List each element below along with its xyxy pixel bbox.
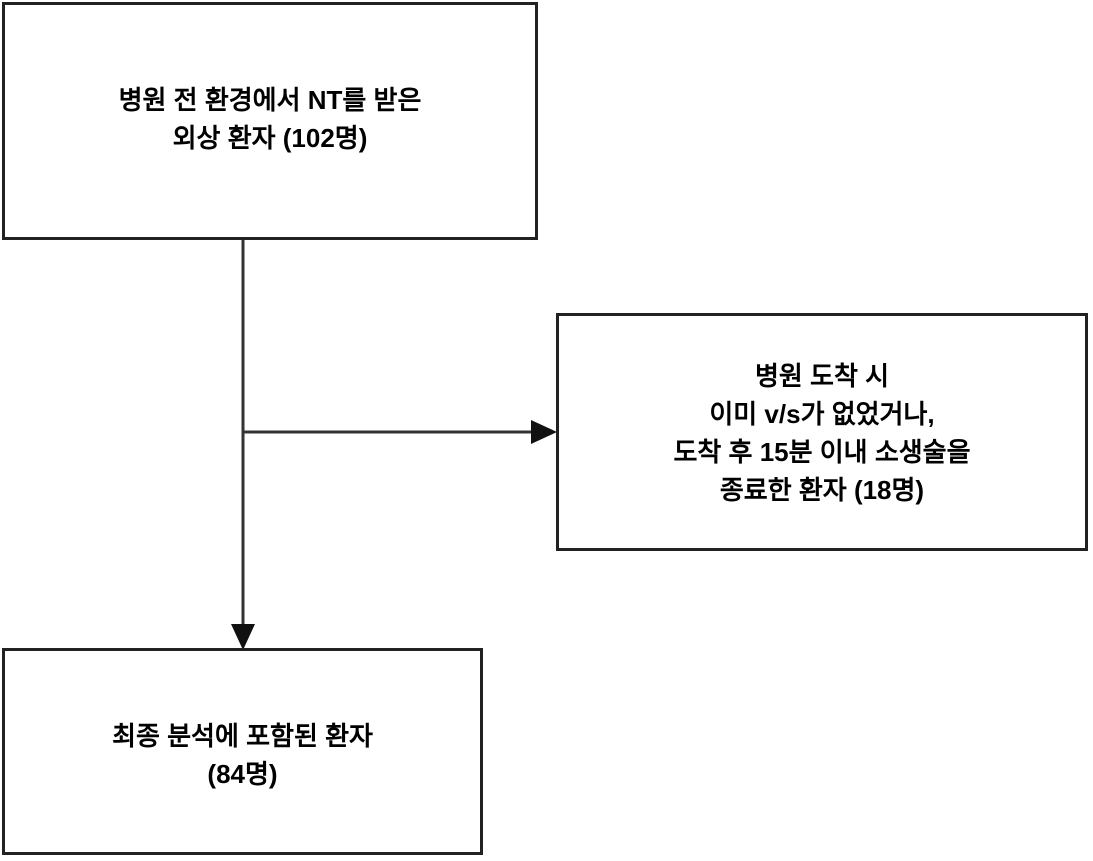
arrowhead-right-icon bbox=[531, 420, 557, 444]
node-analyzed-box: 최종 분석에 포함된 환자 (84명) bbox=[2, 648, 483, 855]
arrowhead-down-icon bbox=[231, 624, 255, 650]
node-analyzed-label: 최종 분석에 포함된 환자 (84명) bbox=[112, 720, 373, 789]
node-enrolled-label: 병원 전 환경에서 NT를 받은 외상 환자 (102명) bbox=[118, 85, 422, 153]
node-excluded-label: 병원 도착 시 이미 v/s가 없었거나, 도착 후 15분 이내 소생술을 종… bbox=[673, 361, 971, 505]
node-excluded-box: 병원 도착 시 이미 v/s가 없었거나, 도착 후 15분 이내 소생술을 종… bbox=[556, 313, 1088, 551]
node-enrolled-box: 병원 전 환경에서 NT를 받은 외상 환자 (102명) bbox=[2, 2, 538, 240]
